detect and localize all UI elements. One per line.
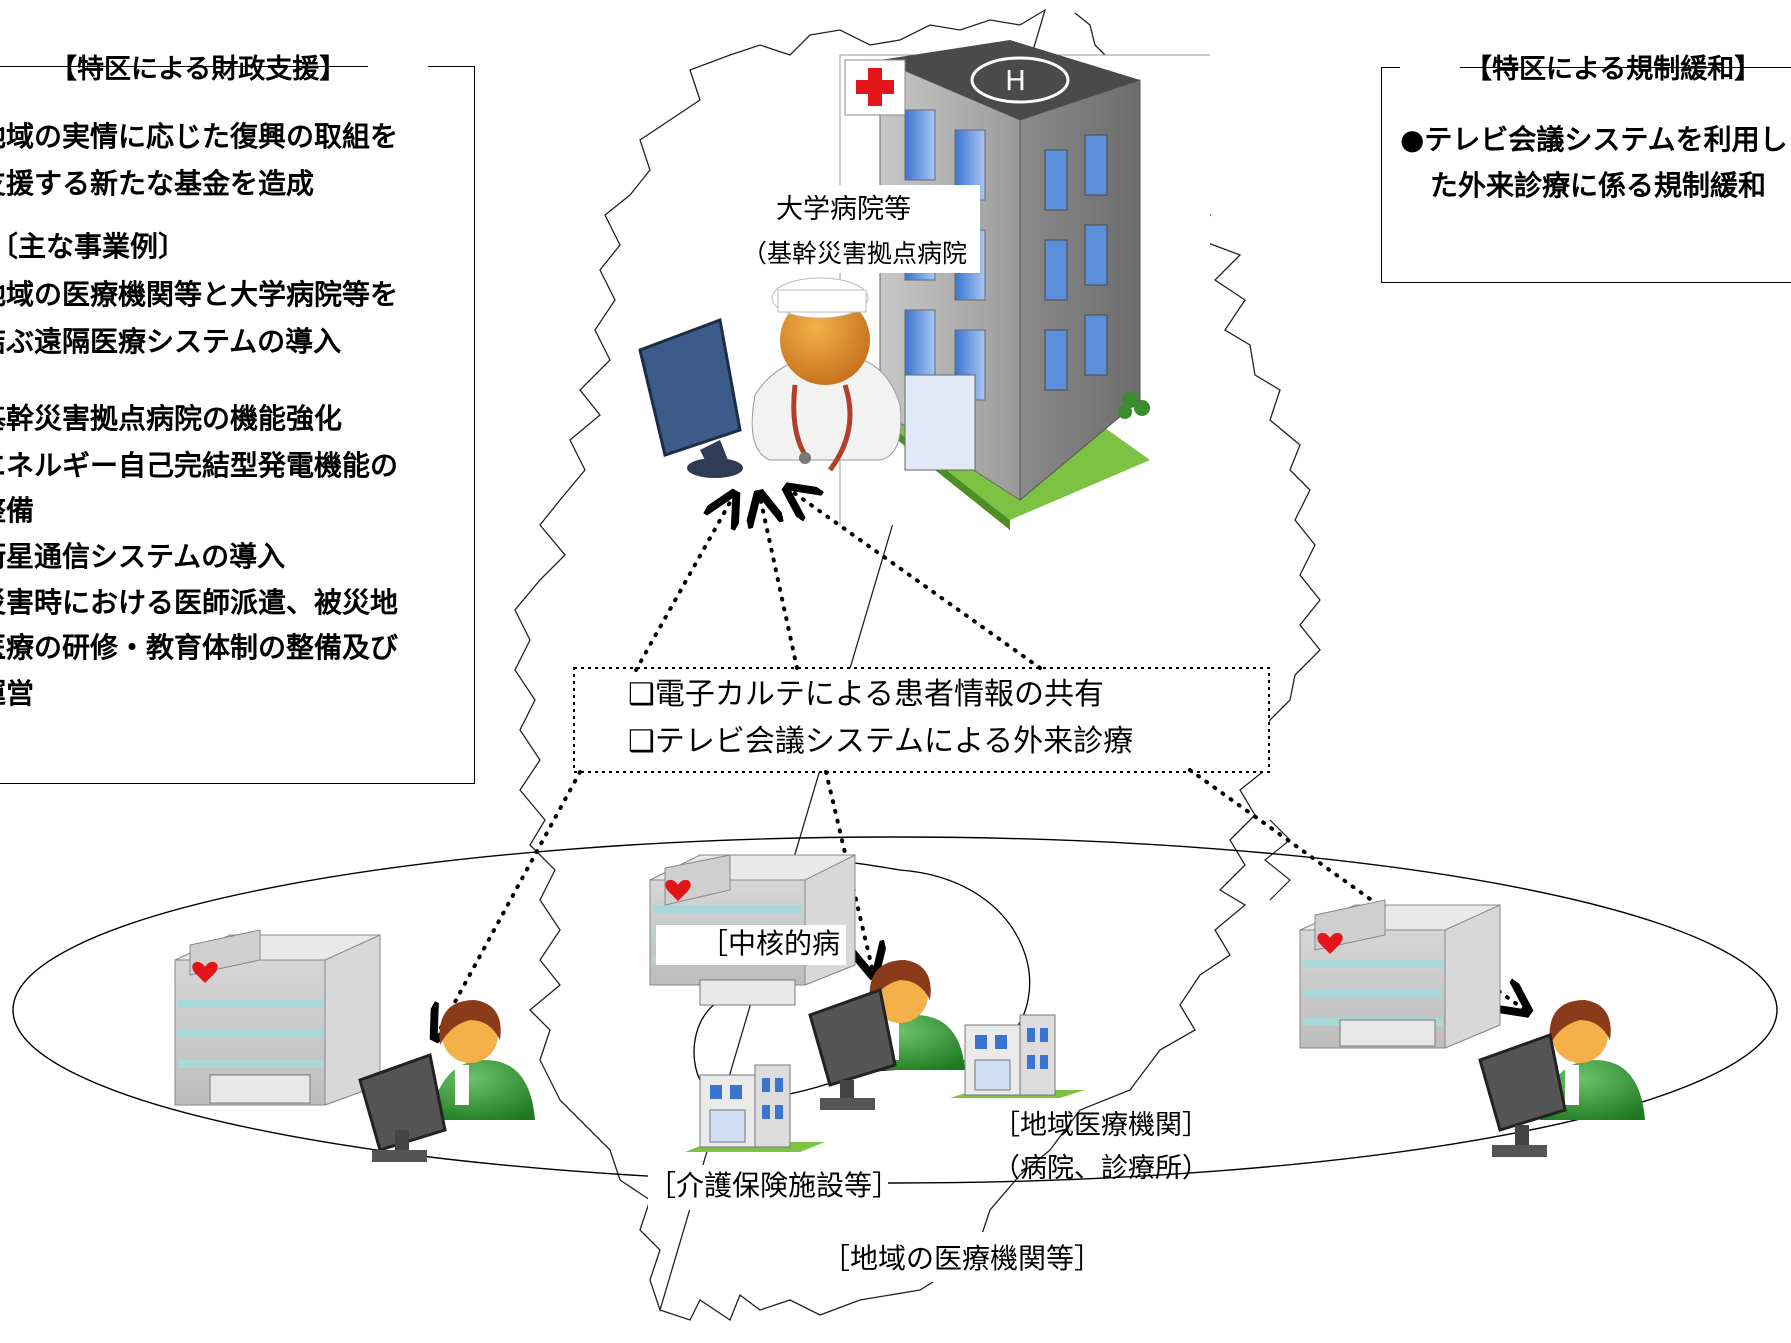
regulatory-relief-line: ●テレビ会議システムを利用し	[1400, 123, 1788, 156]
financial-support-heading: 【特区による財政支援】	[50, 54, 347, 85]
financial-support-panel	[0, 66, 475, 784]
region-ellipse	[12, 836, 1778, 1184]
list-item: 結ぶ遠隔医療システムの導入	[0, 325, 342, 358]
patient-doctor-left-icon	[358, 1000, 535, 1162]
list-item: 〔主な事業例〕	[0, 230, 187, 263]
care-facility-icon	[685, 1064, 825, 1152]
local-institution-detail: （病院、診療所）	[993, 1153, 1209, 1184]
list-item: 支援する新たな基金を造成	[0, 167, 315, 200]
hospital-building-icon: H	[839, 40, 1210, 530]
regulatory-relief-heading: 【特区による規制緩和】	[1465, 54, 1762, 85]
list-item: 運営	[0, 677, 35, 710]
university-hospital-label: 大学病院等	[776, 194, 911, 225]
core-hospital-label: ［中核的病	[700, 927, 841, 960]
service-item: ❑テレビ会議システムによる外来診療	[628, 724, 1134, 759]
list-item: 整備	[0, 494, 35, 527]
list-item: 医療の研修・教育体制の整備及び	[0, 631, 399, 664]
regulatory-relief-panel	[1381, 67, 1791, 283]
list-item: エネルギー自己完結型発電機能の	[0, 449, 399, 482]
regional-hospital-left-icon	[174, 929, 381, 1106]
regional-hospital-right-icon	[1299, 899, 1501, 1049]
doctor-icon	[751, 277, 902, 472]
list-item: 災害時における医師派遣、被災地	[0, 586, 399, 619]
care-facility-label: ［介護保険施設等］	[648, 1169, 901, 1202]
patient-doctor-right-icon	[1478, 1000, 1645, 1157]
monitor-icon	[638, 317, 743, 478]
heart-icon	[1317, 932, 1343, 954]
disaster-base-hospital-label: （基幹災害拠点病院	[742, 239, 968, 268]
heart-icon	[665, 879, 691, 901]
regulatory-relief-line: た外来診療に係る規制緩和	[1430, 169, 1767, 202]
svg-text:H: H	[1005, 64, 1026, 97]
clinic-building-icon	[950, 1014, 1085, 1098]
service-item: ❑電子カルテによる患者情報の共有	[628, 677, 1104, 712]
list-item: 基幹災害拠点病院の機能強化	[0, 402, 343, 435]
regional-institutions-label: ［地域の医療機関等］	[822, 1242, 1103, 1275]
services-box	[573, 667, 1270, 773]
list-item: 衛星通信システムの導入	[0, 540, 286, 573]
patient-doctor-center-icon	[808, 960, 965, 1110]
heart-icon	[192, 961, 218, 983]
local-institution-label: ［地域医療機関］	[993, 1110, 1209, 1141]
list-item: 地域の実情に応じた復興の取組を	[0, 120, 399, 153]
list-item: 地域の医療機関等と大学病院等を	[0, 278, 399, 311]
